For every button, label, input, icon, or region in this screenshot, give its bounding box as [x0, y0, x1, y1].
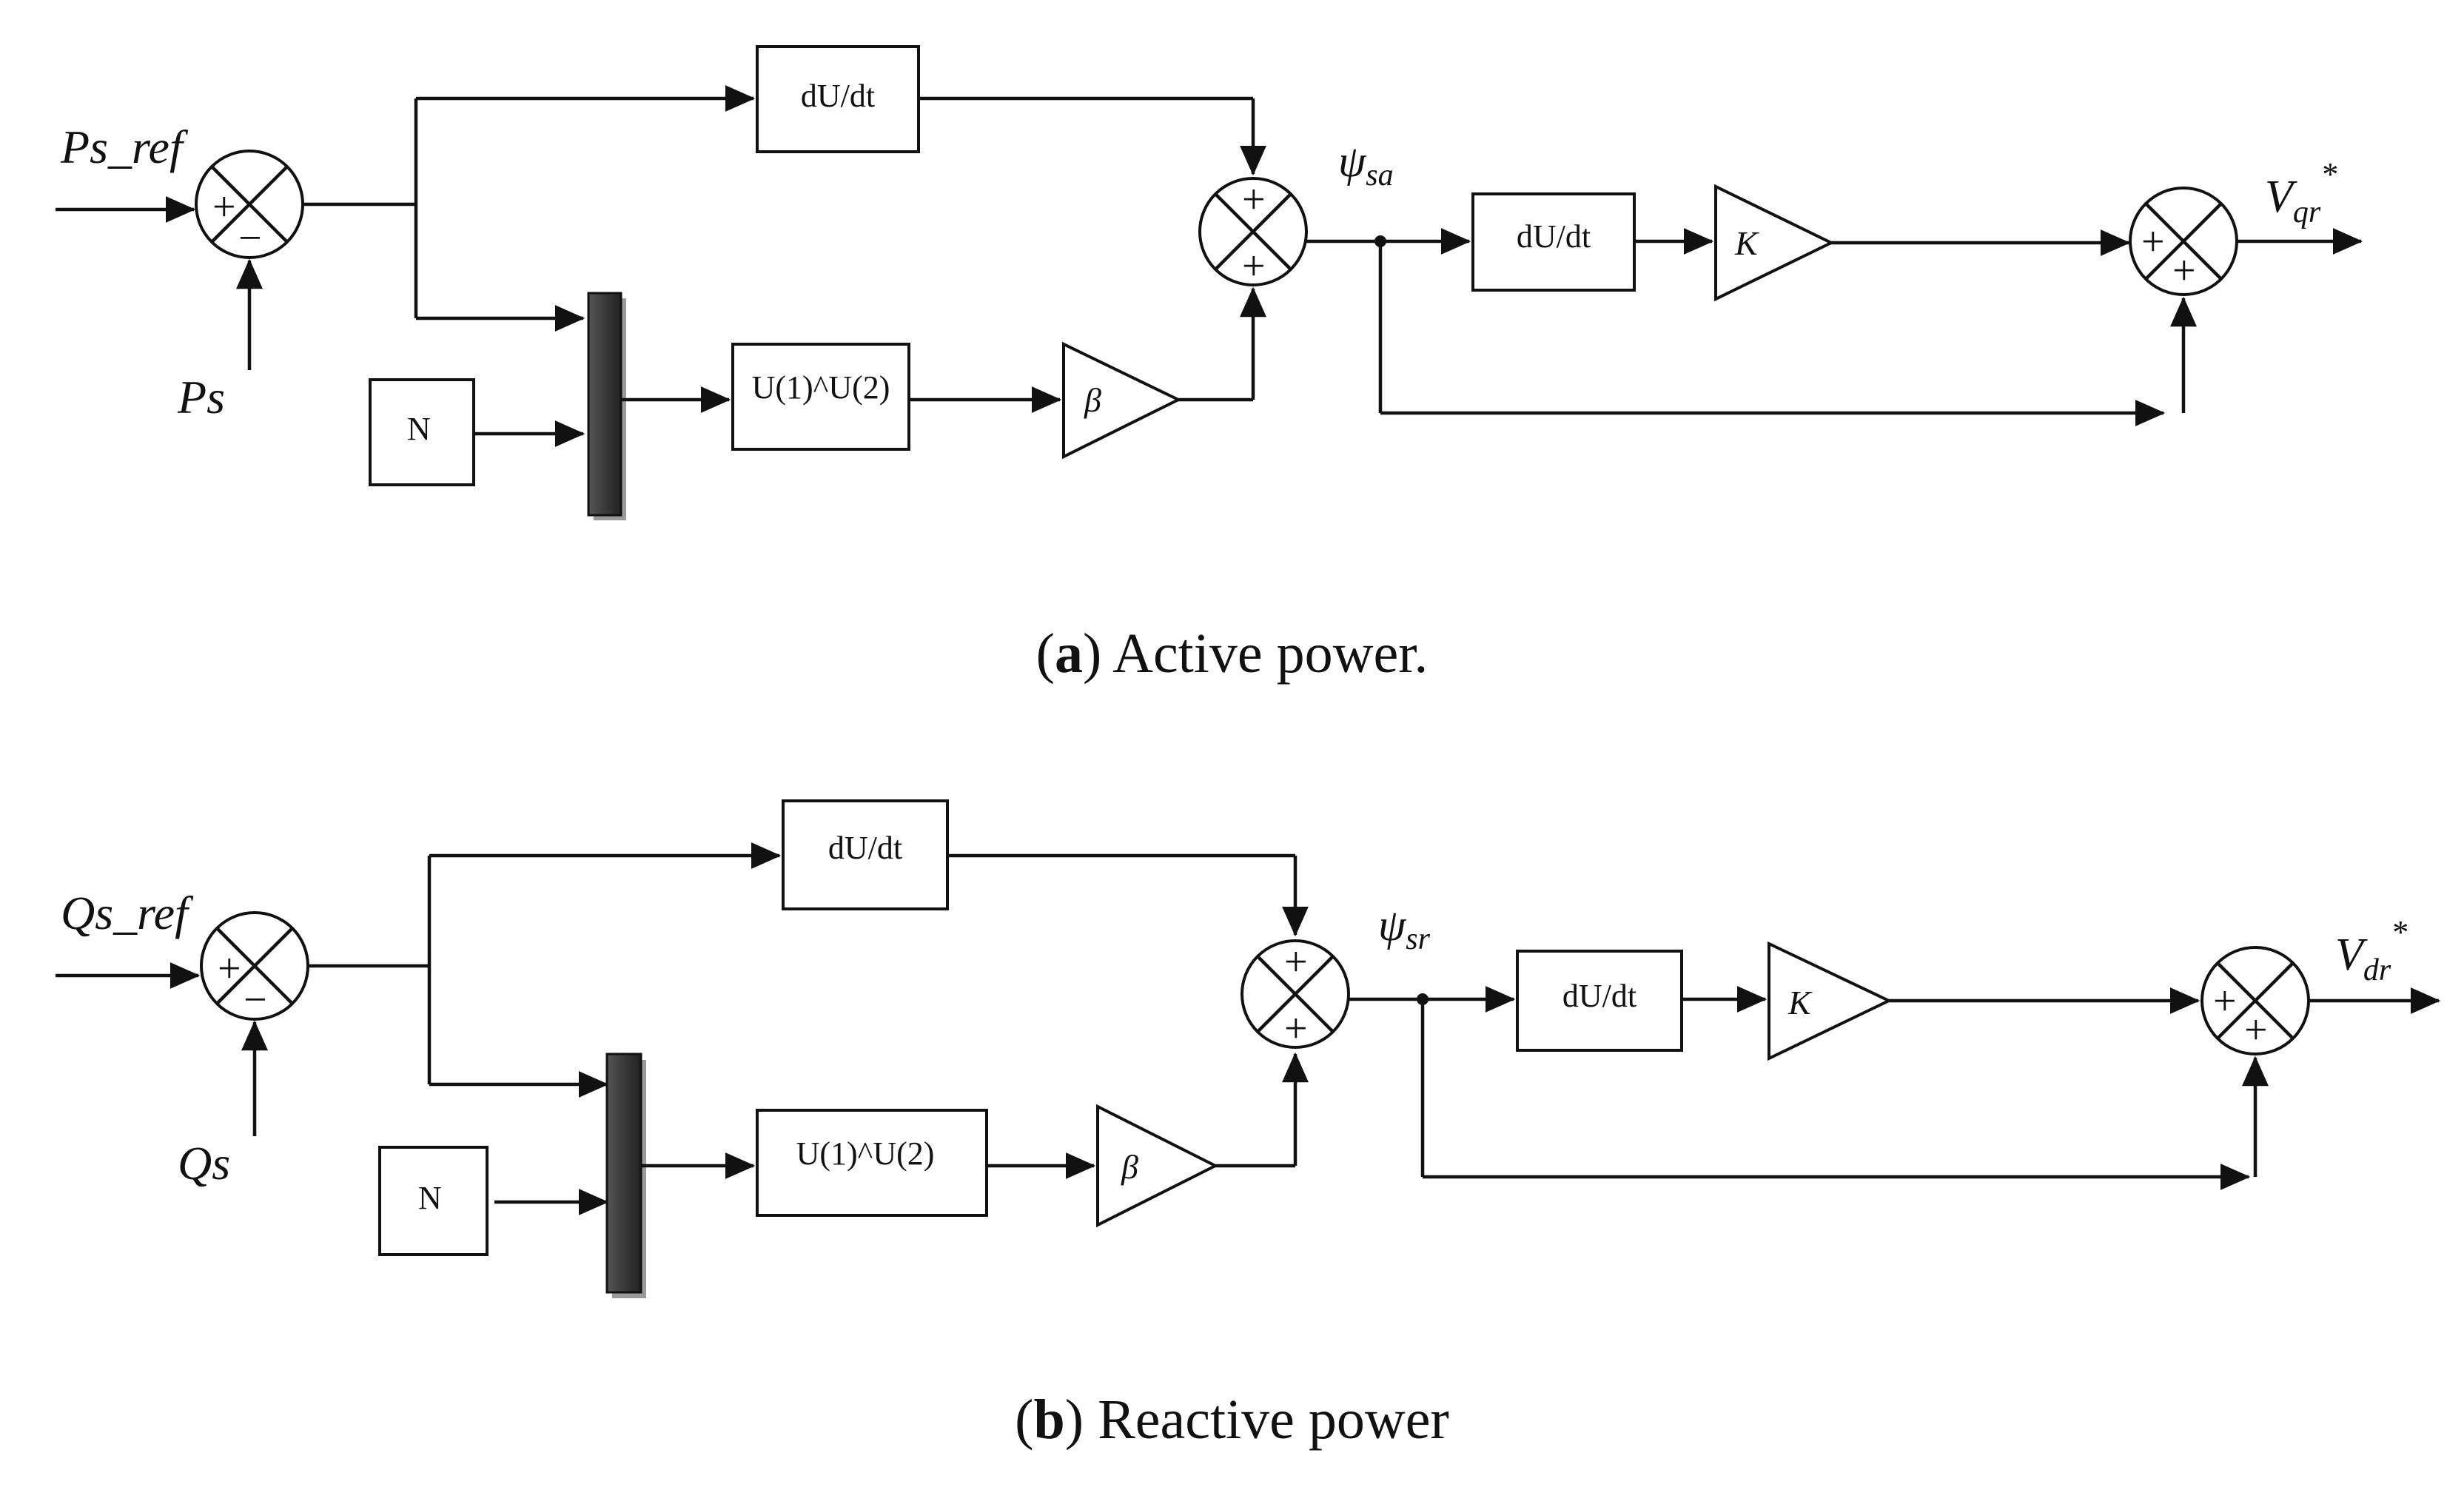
- derivative-block-1: dU/dt: [756, 45, 920, 153]
- caption-b-text: Reactive power: [1098, 1389, 1449, 1451]
- derivative-block-2: dU/dt: [1516, 950, 1683, 1052]
- power-block-label: U(1)^U(2): [752, 369, 890, 406]
- beta-label: β: [1121, 1148, 1138, 1186]
- ps-label: Ps: [177, 371, 225, 423]
- caption-b: (b) Reactive power: [1015, 1389, 1449, 1451]
- panel-b: Qs_ref Qs + − dU/dt N: [56, 799, 2441, 1298]
- qs-ref-label: Qs_ref: [61, 887, 194, 939]
- derivative-1-label: dU/dt: [828, 830, 902, 866]
- sum-junction-1: + −: [200, 911, 309, 1023]
- vqr-output-label: Vqr*: [2265, 156, 2337, 229]
- sum-junction-3: + +: [2201, 946, 2310, 1055]
- psi-sa-label: ψsa: [1338, 137, 1394, 192]
- mux-block: [605, 1053, 646, 1298]
- psi-sr-label: ψsr: [1378, 901, 1431, 956]
- derivative-2-label: dU/dt: [1562, 978, 1636, 1014]
- qs-label: Qs: [178, 1137, 230, 1189]
- constant-n-label: N: [407, 411, 431, 447]
- sum3-sign-bottom: +: [2244, 1007, 2268, 1053]
- caption-a-text: Active power.: [1112, 622, 1429, 685]
- mux-block: [587, 292, 626, 520]
- derivative-block-2: dU/dt: [1471, 192, 1636, 292]
- derivative-2-label: dU/dt: [1517, 218, 1591, 255]
- sum3-sign-left: +: [2141, 219, 2165, 265]
- sum-junction-2: + +: [1198, 177, 1308, 289]
- caption-a-letter: a: [1054, 622, 1083, 685]
- beta-gain: β: [1062, 341, 1182, 460]
- sum1-sign-left: +: [218, 946, 241, 992]
- k-label: K: [1734, 224, 1759, 262]
- beta-label: β: [1084, 381, 1101, 419]
- constant-block-n: N: [369, 378, 475, 486]
- sum3-sign-bottom: +: [2172, 248, 2196, 294]
- beta-gain: β: [1096, 1104, 1219, 1228]
- sum1-sign-left: +: [212, 184, 236, 230]
- sum1-sign-bottom: −: [244, 977, 267, 1023]
- power-block-label: U(1)^U(2): [796, 1135, 935, 1172]
- derivative-block-1: dU/dt: [782, 799, 949, 910]
- sum-junction-1: + −: [195, 150, 304, 261]
- sum2-sign-bottom: +: [1242, 244, 1266, 289]
- sum1-sign-bottom: −: [238, 215, 262, 261]
- k-gain: K: [1768, 941, 1893, 1061]
- power-block: U(1)^U(2): [731, 343, 910, 451]
- sum3-sign-left: +: [2213, 979, 2237, 1024]
- sum2-sign-top: +: [1284, 939, 1308, 985]
- ps-ref-label: Ps_ref: [60, 121, 189, 173]
- sum-junction-3: + +: [2129, 187, 2238, 296]
- k-label: K: [1787, 984, 1813, 1021]
- sum-junction-2: + +: [1241, 939, 1350, 1052]
- vdr-output-label: Vdr*: [2335, 914, 2407, 987]
- power-block: U(1)^U(2): [756, 1109, 988, 1217]
- derivative-1-label: dU/dt: [801, 78, 875, 114]
- constant-n-label: N: [418, 1180, 442, 1216]
- k-gain: K: [1714, 184, 1835, 302]
- sum2-sign-top: +: [1242, 177, 1266, 223]
- panel-a: Ps_ref Ps + − dU/dt N: [56, 45, 2363, 520]
- constant-block-n: N: [378, 1146, 489, 1256]
- caption-b-letter: b: [1033, 1389, 1065, 1451]
- caption-a: (a) Active power.: [1035, 622, 1429, 685]
- sum2-sign-bottom: +: [1284, 1006, 1308, 1052]
